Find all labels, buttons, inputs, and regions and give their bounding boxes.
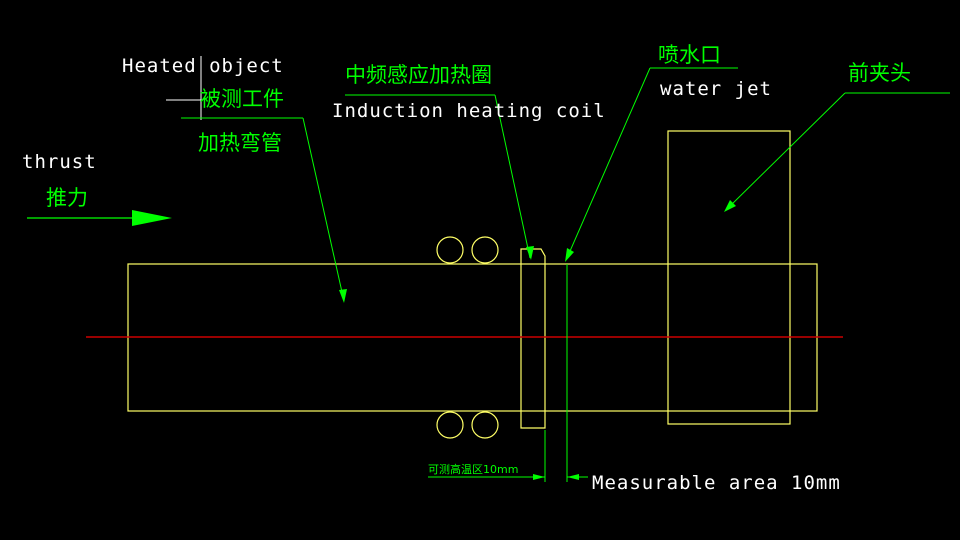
jet-leader: [566, 67, 651, 259]
clamp-leader: [726, 92, 846, 210]
measurable-label-cn: 可测高温区10mm: [428, 462, 518, 476]
front-clamp: [667, 130, 791, 425]
jet-arrowhead: [565, 248, 574, 262]
coil-arrowhead: [526, 246, 534, 260]
dim-arrow-left: [533, 474, 545, 480]
clamp-arrowhead: [724, 200, 736, 212]
coil-section-bottom-left: [436, 411, 464, 439]
water-jet-nozzle: [520, 248, 546, 429]
heated-object-leader: [302, 117, 345, 302]
coil-label-en: Induction heating coil: [332, 100, 606, 122]
coil-leader: [494, 94, 531, 259]
heated-object-arrowhead: [339, 289, 347, 303]
coil-label-cn: 中频感应加热圈: [345, 63, 492, 87]
measurable-label-en: Measurable area 10mm: [592, 472, 841, 494]
coil-section-top-right: [471, 236, 499, 264]
heated-object-label-en: Heated object: [122, 55, 284, 77]
heated-object-label-cn2: 加热弯管: [198, 131, 282, 155]
jet-label-cn: 喷水口: [658, 43, 721, 67]
clamp-label-cn: 前夹头: [848, 61, 911, 85]
heated-object-label-cn1: 被测工件: [200, 87, 284, 111]
thrust-label-en: thrust: [22, 151, 97, 173]
coil-section-top-left: [436, 236, 464, 264]
coil-section-bottom-right: [471, 411, 499, 439]
dim-arrow-right: [567, 474, 579, 480]
thrust-arrowhead: [132, 210, 172, 226]
jet-label-en: water jet: [660, 78, 772, 100]
thrust-label-cn: 推力: [46, 186, 88, 210]
